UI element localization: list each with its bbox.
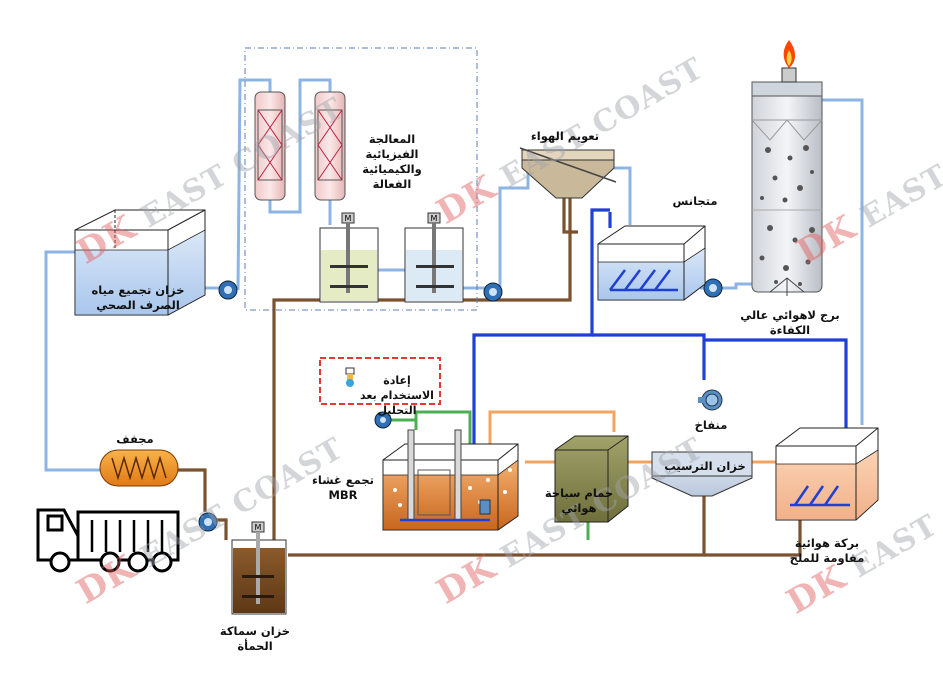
air-flotation-unit xyxy=(519,147,617,199)
label-mbr: تجمع غشاء MBR xyxy=(312,473,374,502)
pipes-light xyxy=(44,78,864,472)
svg-text:M: M xyxy=(255,523,262,532)
label-salt-pond: بركة هوائية مقاومة للملح xyxy=(789,536,865,565)
settling-tank xyxy=(651,451,753,497)
mixing-tank-1: M xyxy=(319,212,379,303)
dryer xyxy=(99,449,179,487)
label-physchem: المعالجة الفيزيائية والكيميائية الفعالة xyxy=(362,132,422,191)
aerobic-pool xyxy=(554,435,629,523)
blower xyxy=(698,389,723,411)
svg-text:M: M xyxy=(345,214,352,223)
label-settling: خزان الترسيب xyxy=(664,459,746,473)
pumps xyxy=(198,278,723,532)
truck-icon xyxy=(36,508,180,573)
label-anaerobic-tower: برج لاهوائي عالي الكفاءة xyxy=(740,308,840,337)
label-dryer: مجفف xyxy=(116,432,154,446)
label-blower: منفاخ xyxy=(694,418,728,432)
mbr-tank xyxy=(382,429,519,531)
reuse-box xyxy=(319,357,441,405)
label-aeration: تعويم الهواء xyxy=(530,129,600,143)
label-sludge-tank: خزان سماكة الحمأة xyxy=(219,624,291,653)
label-sewage-tank: خزان تجميع مياه الصرف الصحي xyxy=(91,283,185,312)
label-equalization: متجانس xyxy=(672,194,718,208)
label-reuse: إعادة الاستخدام بعد التحليل xyxy=(360,374,434,417)
equalization-tank xyxy=(597,225,706,301)
anaerobic-tower xyxy=(751,40,823,296)
filter-columns xyxy=(254,91,346,201)
sewage-tank xyxy=(74,209,206,316)
svg-text:M: M xyxy=(431,214,438,223)
mixing-tank-2: M xyxy=(404,212,464,303)
salt-pond xyxy=(775,427,879,521)
label-aerobic-pool: حمام سباحة هوائي xyxy=(544,486,614,515)
sludge-tank: M xyxy=(231,521,287,615)
